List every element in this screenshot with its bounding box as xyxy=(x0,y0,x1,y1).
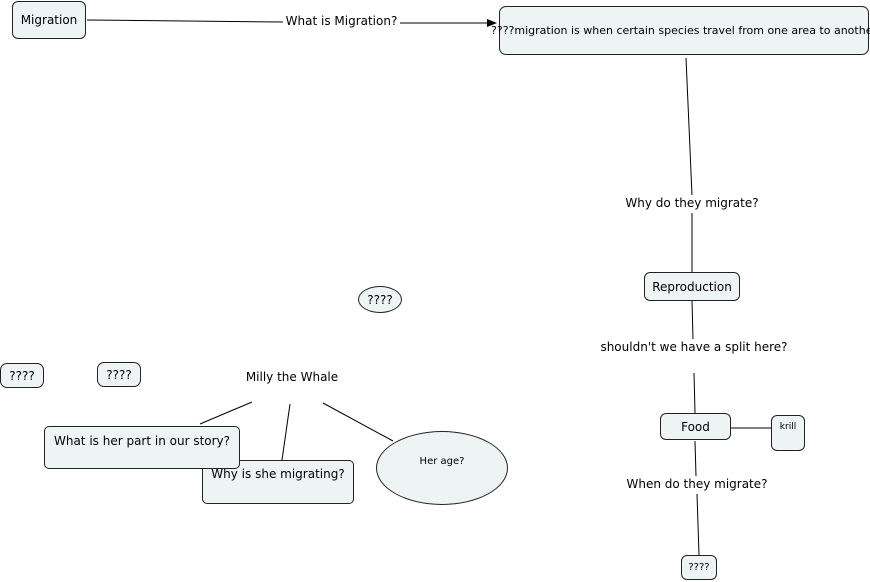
link-label-split-here: shouldn't we have a split here? xyxy=(596,339,792,355)
link-split-to-food xyxy=(693,372,696,414)
concept-krill[interactable]: krill xyxy=(771,415,805,451)
link-definition-to-why xyxy=(685,57,693,196)
concept-milly-the-whale[interactable]: Milly the Whale xyxy=(240,369,344,385)
concept-unknown-left1[interactable]: ???? xyxy=(0,363,44,388)
concept-food[interactable]: Food xyxy=(660,413,731,440)
concept-reproduction-text: Reproduction xyxy=(652,279,732,294)
concept-unknown-left1-text: ???? xyxy=(9,368,35,383)
concept-why-migrating-text: Why is she migrating? xyxy=(211,467,345,481)
concept-her-age-text: Her age? xyxy=(419,455,465,467)
link-label-when-migrate: When do they migrate? xyxy=(622,476,772,492)
concept-unknown-center-text: ???? xyxy=(367,292,393,307)
link-reproduction-to-split xyxy=(691,300,694,340)
concept-migration[interactable]: Migration xyxy=(12,1,86,39)
concept-unknown-center[interactable]: ???? xyxy=(358,286,402,313)
concept-unknown-bottom-text: ???? xyxy=(688,562,710,573)
concept-krill-text: krill xyxy=(779,422,797,432)
concept-her-age[interactable]: Her age? xyxy=(376,431,508,505)
concept-food-text: Food xyxy=(681,419,710,434)
link-label-what-is-migration: What is Migration? xyxy=(283,13,400,29)
concept-definition-text: ????migration is when certain species tr… xyxy=(491,24,870,37)
link-milly-to-her-part xyxy=(199,401,253,425)
concept-unknown-left2-text: ???? xyxy=(106,367,132,382)
concept-her-part[interactable]: What is her part in our story? xyxy=(44,426,240,469)
concept-migration-text: Migration xyxy=(20,13,78,27)
link-food-to-when xyxy=(694,440,697,477)
link-migration-to-label xyxy=(86,19,284,23)
link-when-to-unknown xyxy=(696,493,700,556)
concept-unknown-left2[interactable]: ???? xyxy=(97,362,141,387)
concept-reproduction[interactable]: Reproduction xyxy=(644,272,740,301)
concept-unknown-bottom[interactable]: ???? xyxy=(681,555,717,580)
link-milly-to-why-migrating xyxy=(281,403,291,461)
link-milly-to-her-age xyxy=(322,402,394,442)
link-label-why-migrate: Why do they migrate? xyxy=(622,195,762,211)
concept-her-part-text: What is her part in our story? xyxy=(53,433,231,448)
concept-definition[interactable]: ????migration is when certain species tr… xyxy=(491,6,870,55)
